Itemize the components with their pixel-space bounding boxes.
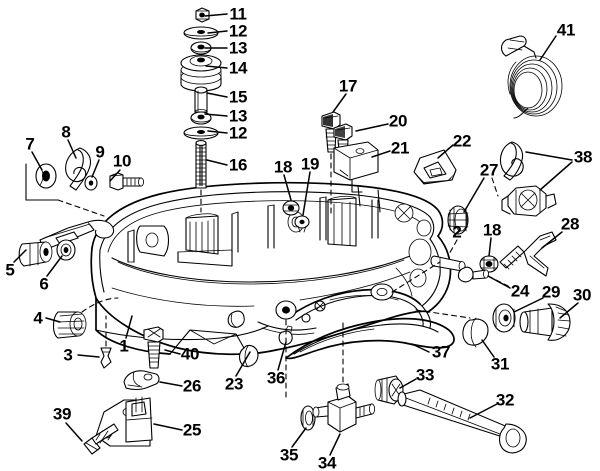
part-18b-lock-washer bbox=[479, 255, 499, 273]
part-40-hex-head-bolt bbox=[143, 326, 164, 369]
part-32-long-clamp-screw bbox=[397, 389, 527, 454]
part-11-hex-nut bbox=[195, 7, 210, 23]
part-3-speed-nut-clip bbox=[100, 315, 112, 369]
part-16-long-through-bolt bbox=[195, 140, 207, 213]
part-27-knurled-disc bbox=[447, 205, 469, 235]
part-29-thrust-washer bbox=[492, 303, 516, 333]
part-30-knurled-knob bbox=[519, 303, 571, 341]
part-39-machine-screw bbox=[83, 423, 119, 455]
part-6-grommet bbox=[56, 239, 76, 261]
hull-small-fasteners bbox=[227, 300, 326, 328]
part-18a-lock-washer bbox=[282, 200, 300, 216]
part-22-triangular-anode bbox=[413, 149, 457, 185]
part-26-clamp-bracket-small bbox=[123, 370, 160, 391]
part-13b-cup-washer bbox=[190, 111, 212, 125]
callout-leader-lines bbox=[13, 13, 579, 456]
part-15-sleeve-bushing bbox=[194, 86, 208, 116]
part-41-coiled-cable bbox=[500, 35, 563, 119]
part-12a-flat-washer bbox=[183, 26, 219, 40]
part-8-retaining-clip-hook bbox=[65, 147, 92, 191]
part-34-fuel-connector-valve bbox=[312, 319, 375, 433]
part-7-grommet-washer bbox=[25, 163, 105, 217]
part-38-retaining-clip-set bbox=[499, 141, 557, 217]
part-21-anode-block bbox=[333, 141, 379, 193]
part-9-small-washer bbox=[84, 175, 98, 191]
part-12b-flat-washer bbox=[183, 126, 219, 140]
part-37-lower-mount-bracket bbox=[275, 261, 471, 399]
part-17-hex-head-screw bbox=[321, 111, 341, 217]
part-35-sealing-washer bbox=[300, 405, 316, 431]
housing-right-lower-detail bbox=[395, 238, 432, 297]
part-14-rubber-mount-stack bbox=[180, 54, 222, 92]
part-19-grommet-seal bbox=[294, 215, 310, 233]
